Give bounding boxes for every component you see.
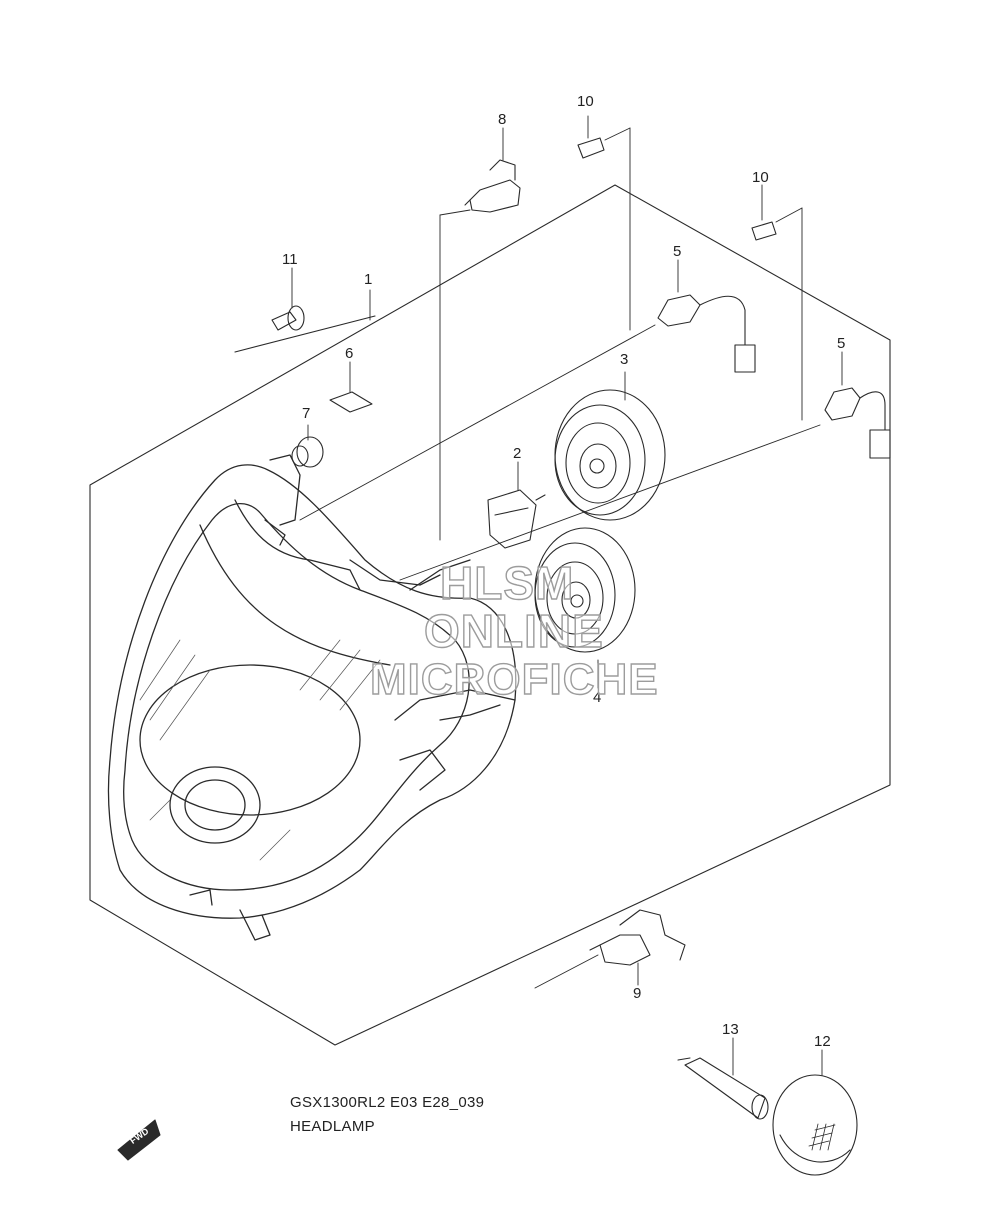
socket-wire-5-upper bbox=[657, 294, 756, 373]
callout-5-upper: 5 bbox=[673, 243, 681, 260]
fwd-arrow-icon bbox=[117, 1119, 161, 1161]
grommet-part-7 bbox=[291, 436, 324, 468]
reflector-part-4 bbox=[534, 527, 636, 653]
bulb-part-10-upper bbox=[577, 137, 605, 159]
callout-12: 12 bbox=[814, 1033, 831, 1050]
bulb-part-9 bbox=[589, 909, 686, 966]
bulb-part-10-lower bbox=[751, 221, 777, 241]
callout-1: 1 bbox=[364, 271, 372, 288]
diagram-code: GSX1300RL2 E03 E28_039 bbox=[290, 1094, 485, 1111]
callout-9: 9 bbox=[633, 985, 641, 1002]
screw-part-13 bbox=[677, 1057, 769, 1120]
bulb-part-8 bbox=[464, 159, 521, 213]
socket-part-2 bbox=[487, 489, 546, 549]
label-part-6 bbox=[329, 391, 373, 413]
screw-part-11 bbox=[271, 305, 305, 331]
socket-wire-5-lower bbox=[824, 387, 891, 459]
callout-11: 11 bbox=[282, 251, 298, 268]
callout-numbers: 1 2 3 4 5 5 6 7 8 9 10 10 11 12 13 FWD bbox=[128, 93, 845, 1146]
callout-10-lower: 10 bbox=[752, 169, 769, 186]
reflector-part-3 bbox=[554, 389, 666, 521]
cap-part-12 bbox=[772, 1074, 858, 1176]
callout-13: 13 bbox=[722, 1021, 739, 1038]
diagram-title: HEADLAMP bbox=[290, 1118, 375, 1135]
callout-6: 6 bbox=[345, 345, 353, 362]
callout-3: 3 bbox=[620, 351, 628, 368]
headlamp-housing bbox=[107, 454, 517, 941]
callout-8: 8 bbox=[498, 111, 506, 128]
leader-lines bbox=[291, 115, 843, 1076]
assembly-outline bbox=[89, 184, 891, 1046]
callout-2: 2 bbox=[513, 445, 521, 462]
callout-10-upper: 10 bbox=[577, 93, 594, 110]
callout-4: 4 bbox=[593, 689, 601, 706]
callout-7: 7 bbox=[302, 405, 310, 422]
callout-5-lower: 5 bbox=[837, 335, 845, 352]
